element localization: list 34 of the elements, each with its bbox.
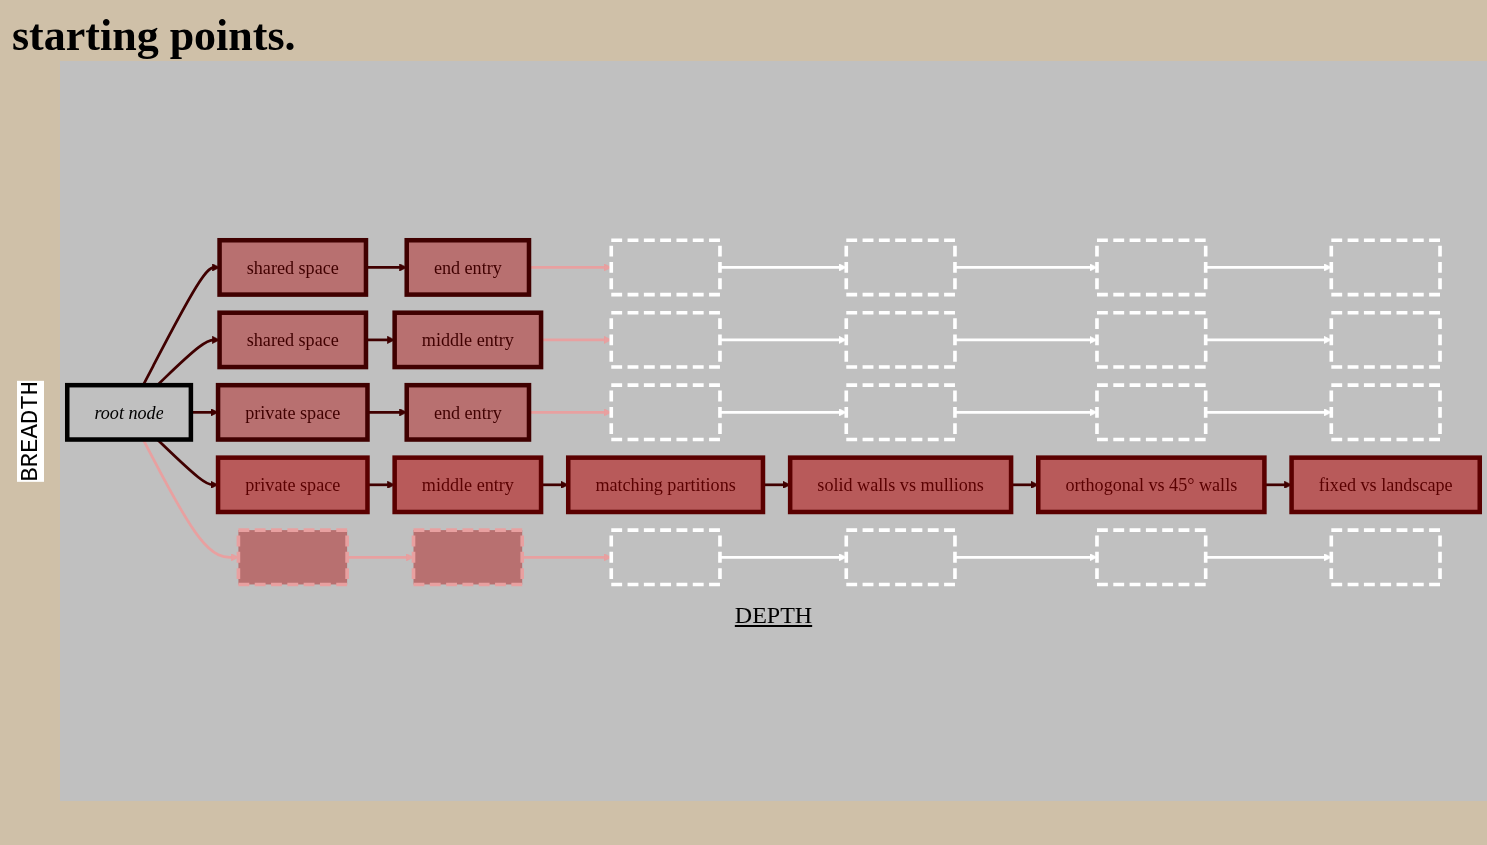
node-box: matching partitions (565, 455, 766, 515)
node-box (844, 311, 957, 369)
node-box: end entry (404, 238, 532, 297)
node-box: private space (215, 383, 370, 442)
node-box (609, 528, 722, 587)
node-box (844, 383, 957, 442)
node-box: shared space (217, 310, 369, 370)
node-box (1095, 528, 1208, 587)
dimension-label: BREADTH (16, 380, 44, 482)
node-box (1329, 238, 1442, 297)
node-box: private space (215, 455, 370, 515)
node-box: shared space (217, 238, 369, 297)
node-box: middle entry (392, 310, 544, 370)
node-box: orthogonal vs 45° walls (1036, 455, 1267, 515)
node-box (1095, 383, 1208, 442)
node-box (1329, 383, 1442, 442)
title: starting points. (12, 10, 296, 61)
dimension-label: DEPTH (734, 601, 813, 629)
node-box: middle entry (392, 455, 544, 515)
node-box (844, 238, 957, 297)
node-box: fixed vs landscape (1289, 455, 1482, 515)
node-box (609, 383, 722, 442)
node-box: solid walls vs mullions (787, 455, 1014, 515)
node-box: end entry (404, 383, 532, 442)
node-box (1329, 311, 1442, 369)
node-box (1329, 528, 1442, 587)
node-box: root node (65, 383, 194, 442)
node-box (1095, 238, 1208, 297)
node-box (609, 238, 722, 297)
node-box (844, 528, 957, 587)
node-box (1095, 311, 1208, 369)
node-box (609, 311, 722, 369)
node-box (236, 528, 349, 587)
node-box (411, 528, 524, 587)
